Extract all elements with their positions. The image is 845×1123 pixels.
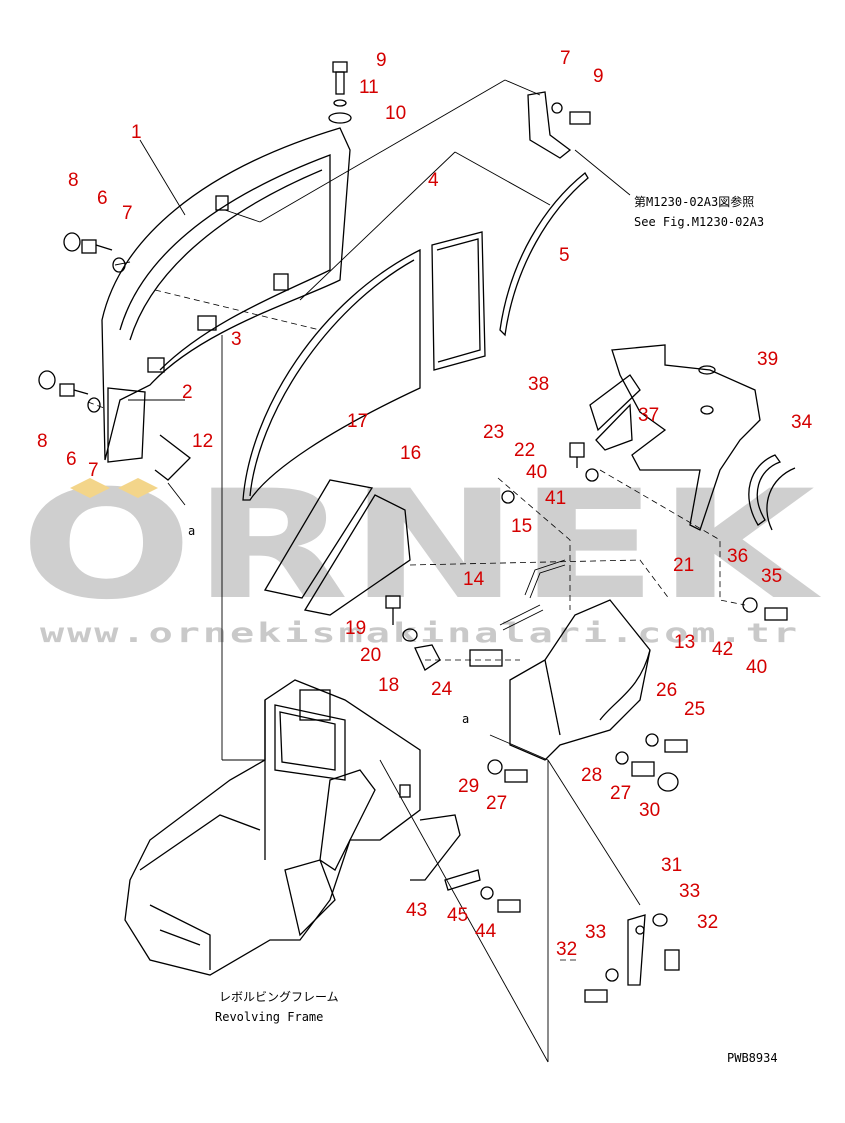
frame-label-en: Revolving Frame <box>215 1010 323 1024</box>
callout-30: 30 <box>639 800 660 821</box>
callout-45: 45 <box>447 905 468 926</box>
callout-9: 9 <box>593 66 604 87</box>
callout-14: 14 <box>463 569 485 590</box>
seal-5 <box>499 172 589 337</box>
watermark-accent <box>70 478 110 498</box>
reference-note-jp: 第M1230-02A3図参照 <box>634 194 754 209</box>
callout-4: 4 <box>428 170 439 191</box>
callout-25: 25 <box>684 699 705 720</box>
seal-3 <box>242 248 421 501</box>
callout-17: 17 <box>347 411 368 432</box>
duct-16-17 <box>263 479 411 616</box>
callout-43: 43 <box>406 900 427 921</box>
reference-note-en: See Fig.M1230-02A3 <box>634 215 764 229</box>
bracket-ref <box>527 91 591 159</box>
callout-2: 2 <box>182 382 193 403</box>
callout-32: 32 <box>556 939 577 960</box>
frame-construction-lines <box>221 335 641 1063</box>
callout-7: 7 <box>560 48 571 69</box>
callout-8: 8 <box>37 431 48 452</box>
hidden-line <box>154 289 321 331</box>
callout-36: 36 <box>727 546 748 567</box>
callout-20: 20 <box>360 645 381 666</box>
callout-19: 19 <box>345 618 366 639</box>
seal-4 <box>431 231 486 371</box>
callout-5: 5 <box>559 245 570 266</box>
callout-13: 13 <box>674 632 695 653</box>
figure-code: PWB8934 <box>727 1051 778 1065</box>
callout-33: 33 <box>585 922 606 943</box>
view-label-a: a <box>462 712 469 726</box>
callout-18: 18 <box>378 675 399 696</box>
frame-hidden-lines <box>409 469 746 961</box>
callout-24: 24 <box>431 679 453 700</box>
fasteners-left <box>38 232 126 413</box>
callout-12: 12 <box>192 431 213 452</box>
watermark-accent <box>118 478 158 498</box>
callout-27: 27 <box>486 793 507 814</box>
callout-10: 10 <box>385 103 406 124</box>
callout-28: 28 <box>581 765 602 786</box>
callout-6: 6 <box>66 449 77 470</box>
bracket-34 <box>589 344 761 531</box>
watermark: ORNEK www.ornekismakinalari.com.tr <box>20 459 821 649</box>
annotations: 第M1230-02A3図参照 See Fig.M1230-02A3 レボルビング… <box>188 194 778 1065</box>
callout-16: 16 <box>400 443 421 464</box>
callout-3: 3 <box>231 329 242 350</box>
callout-23: 23 <box>483 422 504 443</box>
callout-7: 7 <box>88 460 99 481</box>
hidden-line <box>87 401 105 409</box>
callout-22: 22 <box>514 440 535 461</box>
rods-14-15 <box>499 559 566 631</box>
callout-7: 7 <box>122 203 133 224</box>
callout-39: 39 <box>757 349 778 370</box>
callout-42: 42 <box>712 639 733 660</box>
callout-27: 27 <box>610 783 631 804</box>
callout-40: 40 <box>526 462 547 483</box>
callout-38: 38 <box>528 374 549 395</box>
callout-40: 40 <box>746 657 767 678</box>
callout-8: 8 <box>68 170 79 191</box>
callout-37: 37 <box>638 405 659 426</box>
callout-9: 9 <box>376 50 387 71</box>
callout-6: 6 <box>97 188 108 209</box>
callout-11: 11 <box>359 77 379 98</box>
ring-35-36 <box>748 454 796 531</box>
callout-44: 44 <box>475 921 497 942</box>
view-label-a: a <box>188 524 195 538</box>
callout-34: 34 <box>791 412 813 433</box>
watermark-url: www.ornekismakinalari.com.tr <box>40 618 800 649</box>
callout-1: 1 <box>131 122 142 143</box>
side-cover-panel <box>101 127 351 481</box>
callout-15: 15 <box>511 516 532 537</box>
ref-leader <box>574 149 631 196</box>
callout-32: 32 <box>697 912 718 933</box>
callout-31: 31 <box>661 855 682 876</box>
callout-26: 26 <box>656 680 677 701</box>
frame-label-jp: レボルビングフレーム <box>219 990 339 1004</box>
cover-13 <box>469 599 651 761</box>
callout-35: 35 <box>761 566 782 587</box>
callout-21: 21 <box>673 555 694 576</box>
leader-lines-left <box>114 79 551 506</box>
callout-29: 29 <box>458 776 479 797</box>
callout-33: 33 <box>679 881 700 902</box>
small-fasteners <box>385 442 788 1003</box>
bolt-9-top <box>328 61 352 124</box>
callouts: 1 2 3 4 5 6 6 7 7 7 8 8 9 9 10 11 12 13 … <box>37 48 813 960</box>
revolving-frame <box>124 679 461 976</box>
callout-41: 41 <box>545 488 566 509</box>
